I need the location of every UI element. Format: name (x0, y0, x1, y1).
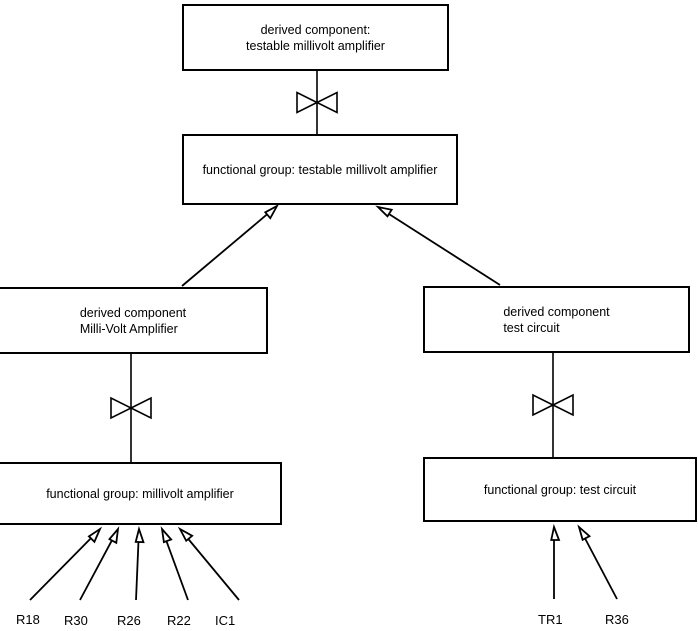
arrow-ic1-arrowhead (177, 526, 194, 543)
conn-dc-fg-left-bowtie-right (129, 396, 152, 420)
node-label: functional group: testable millivolt amp… (202, 162, 438, 177)
arrow-r18-arrowhead (87, 526, 103, 544)
arrow-testcct-to-testable-arrowhead (375, 205, 394, 218)
node-label: derived component: testable millivolt am… (246, 22, 385, 53)
arrow-testcct-to-testable-shaft (388, 213, 501, 286)
conn-dc-fg-top-bowtie-right (315, 91, 338, 114)
arrow-mvamp-to-testable-arrowhead (263, 203, 280, 220)
conn-dc-fg-top-bowtie-left (296, 91, 319, 114)
conn-dc-fg-left-bowtie-icon (110, 396, 152, 420)
arrow-r30-arrowhead (108, 526, 120, 545)
arrow-r22-arrowhead (160, 526, 173, 544)
conn-dc-fg-left-bowtie-left (110, 396, 133, 420)
leaf-label-r36: R36 (605, 612, 629, 627)
arrow-r26-arrowhead (134, 525, 145, 544)
node-fg-millivolt-amplifier[interactable]: functional group: millivolt amplifier (0, 462, 282, 525)
node-fg-testable-mv-amp[interactable]: functional group: testable millivolt amp… (182, 134, 458, 205)
conn-dc-fg-right-bowtie-right (551, 393, 574, 417)
conn-dc-fg-right-bowtie-left (532, 393, 555, 417)
leaf-label-r18: R18 (16, 612, 40, 627)
conn-dc-fg-right-bowtie-icon (532, 393, 574, 417)
leaf-label-r22: R22 (167, 613, 191, 628)
node-dc-test-circuit[interactable]: derived component test circuit (423, 286, 690, 353)
arrow-tr1-arrowhead (550, 523, 561, 541)
node-dc-testable-mv-amp[interactable]: derived component: testable millivolt am… (182, 4, 449, 71)
arrow-r22-shaft (165, 540, 189, 601)
node-dc-milli-volt-amplifier[interactable]: derived component Milli-Volt Amplifier (0, 287, 268, 354)
arrow-ic1-shaft (187, 538, 240, 601)
conn-dc-fg-top-bowtie-icon (296, 91, 338, 114)
node-fg-test-circuit[interactable]: functional group: test circuit (423, 457, 697, 522)
node-label: derived component Milli-Volt Amplifier (79, 305, 187, 336)
leaf-label-ic1: IC1 (215, 613, 236, 628)
arrow-mvamp-to-testable-shaft (181, 213, 268, 287)
arrow-r18-shaft (29, 537, 92, 601)
arrow-r26-shaft (135, 541, 140, 601)
arrow-r36-shaft (584, 538, 618, 600)
leaf-label-r30: R30 (64, 613, 88, 628)
node-label: functional group: millivolt amplifier (46, 486, 234, 501)
leaf-label-r26: R26 (117, 613, 141, 628)
node-label: functional group: test circuit (483, 482, 637, 497)
arrow-r30-shaft (79, 540, 113, 601)
arrow-r36-arrowhead (577, 524, 592, 542)
node-label: derived component test circuit (503, 304, 610, 335)
leaf-label-tr1: TR1 (538, 612, 563, 627)
